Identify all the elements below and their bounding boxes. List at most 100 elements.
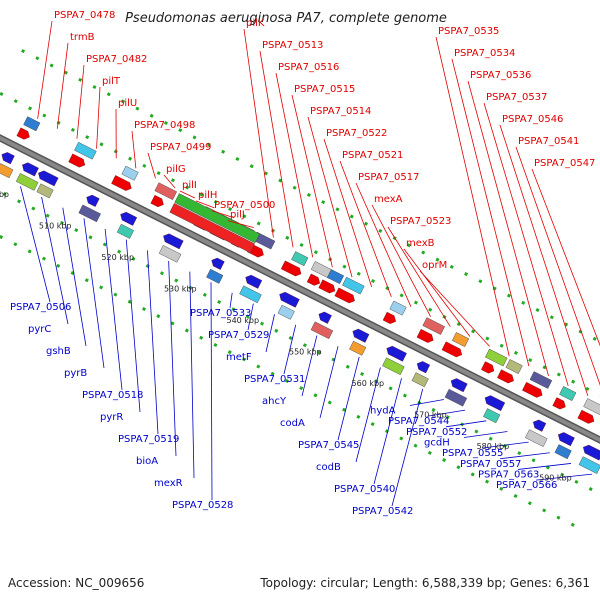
- reverse-gene-label: pyrR: [100, 412, 123, 423]
- forward-gene-arrow: [16, 127, 30, 140]
- reverse-gene-label: PSPA7_0533: [190, 308, 251, 319]
- forward-gene-box: [505, 359, 523, 374]
- forward-leader-line: [76, 64, 85, 139]
- reverse-gene-label: PSPA7_0540: [334, 484, 395, 495]
- forward-gene-box: [291, 251, 309, 267]
- reverse-gene-box: [158, 245, 182, 263]
- reverse-leader-line: [391, 388, 424, 507]
- forward-gene-label: PSPA7_0482: [86, 54, 147, 65]
- reverse-gene-arrow: [22, 162, 39, 177]
- forward-gene-label: PSPA7_0523: [390, 216, 451, 227]
- reverse-leader-line: [319, 346, 339, 419]
- forward-gene-label: PSPA7_0535: [438, 26, 499, 37]
- reverse-leader-line: [62, 207, 87, 347]
- forward-gene-box: [121, 165, 139, 181]
- reverse-gene-box: [78, 204, 101, 223]
- pil-cluster-arrow-box: [169, 203, 255, 253]
- reverse-gene-arrow: [120, 211, 138, 226]
- forward-gene-arrow: [481, 361, 495, 374]
- reverse-gene-box: [349, 340, 367, 356]
- accession-text: Accession: NC_009656: [8, 576, 144, 590]
- reverse-gene-box: [578, 456, 600, 474]
- kbp-marker: 500 kbp: [0, 190, 9, 199]
- forward-leader-line: [531, 168, 600, 347]
- reverse-gene-arrow: [245, 274, 263, 289]
- reverse-gene-box: [444, 388, 468, 407]
- forward-gene-arrow: [552, 397, 566, 410]
- forward-gene-arrow: [577, 409, 595, 424]
- forward-gene-arrow: [334, 287, 355, 304]
- forward-gene-arrow: [318, 279, 336, 294]
- reverse-leader-line: [247, 303, 254, 331]
- forward-gene-label: PSPA7_0514: [310, 106, 371, 117]
- tick-track: [0, 190, 597, 494]
- reverse-gene-label: pyrB: [64, 368, 87, 379]
- reverse-leader-line: [535, 473, 593, 481]
- reverse-gene-arrow: [386, 345, 407, 362]
- gene-features: [0, 116, 600, 474]
- forward-gene-arrow: [68, 153, 86, 168]
- reverse-gene-label: PSPA7_0529: [208, 330, 269, 341]
- reverse-gene-box: [525, 429, 548, 447]
- forward-gene-box: [422, 317, 445, 335]
- reverse-gene-arrow: [484, 395, 506, 411]
- reverse-gene-label: PSPA7_0544: [388, 416, 449, 427]
- reverse-leader-line: [283, 324, 297, 375]
- forward-gene-label: PSPA7_0547: [534, 158, 595, 169]
- reverse-gene-arrow: [1, 152, 15, 165]
- reverse-gene-label: PSPA7_0552: [406, 427, 467, 438]
- forward-leader-line: [403, 248, 471, 337]
- reverse-gene-label: bioA: [136, 456, 158, 467]
- reverse-gene-label: PSPA7_0531: [244, 374, 305, 385]
- forward-leader-line: [323, 138, 373, 288]
- forward-gene-box: [23, 116, 41, 132]
- forward-leader-line: [227, 220, 254, 229]
- forward-leader-line: [435, 36, 510, 357]
- forward-gene-label: PSPA7_0516: [278, 62, 339, 73]
- tick-track: [0, 234, 579, 529]
- reverse-leader-line: [463, 431, 508, 438]
- reverse-leader-line: [265, 314, 275, 353]
- forward-leader-line: [387, 226, 451, 327]
- forward-gene-arrow: [280, 260, 302, 277]
- reverse-gene-label: PSPA7_0542: [352, 506, 413, 517]
- reverse-gene-box: [206, 268, 224, 284]
- forward-leader-line: [291, 94, 333, 268]
- reverse-gene-box: [0, 163, 14, 179]
- reverse-leader-line: [104, 228, 123, 391]
- forward-leader-line: [163, 174, 176, 189]
- forward-leader-line: [467, 80, 549, 377]
- tick-track: [21, 49, 600, 344]
- reverse-gene-label: gshB: [46, 346, 71, 357]
- forward-gene-box: [389, 300, 407, 316]
- reverse-leader-line: [517, 463, 571, 470]
- reverse-gene-label: codB: [316, 462, 341, 473]
- kbp-marker: 580 kbp: [477, 442, 510, 451]
- forward-gene-box: [559, 386, 577, 401]
- reverse-gene-arrow: [318, 311, 332, 324]
- forward-strand-labels: PSPA7_0478trmBPSPA7_0482pilTpilUPSPA7_04…: [54, 10, 595, 271]
- tick-tracks: [0, 49, 600, 529]
- forward-leader-line: [147, 152, 156, 179]
- forward-gene-label: pilJ: [230, 210, 245, 221]
- forward-leader-line: [355, 182, 412, 307]
- reverse-gene-arrow: [211, 257, 225, 270]
- reverse-gene-label: PSPA7_0566: [496, 480, 557, 491]
- forward-leader-line: [483, 102, 569, 387]
- kbp-marker: 590 kbp: [539, 473, 572, 482]
- forward-gene-label: mexB: [406, 238, 435, 249]
- forward-gene-label: pilU: [118, 98, 137, 109]
- forward-gene-label: PSPA7_0546: [502, 114, 563, 125]
- forward-gene-label: PSPA7_0541: [518, 136, 579, 147]
- forward-gene-box: [583, 398, 600, 416]
- forward-gene-arrow: [150, 195, 164, 208]
- reverse-leader-line: [445, 420, 487, 428]
- forward-gene-label: PSPA7_0515: [294, 84, 355, 95]
- reverse-gene-arrow: [558, 432, 575, 447]
- reverse-leader-line: [210, 282, 213, 501]
- reverse-gene-label: hydA: [370, 405, 396, 416]
- forward-gene-label: PSPA7_0499: [150, 142, 211, 153]
- reverse-gene-label: PSPA7_0528: [172, 500, 233, 511]
- tick-track: [0, 91, 600, 397]
- forward-gene-label: pilH: [198, 190, 217, 201]
